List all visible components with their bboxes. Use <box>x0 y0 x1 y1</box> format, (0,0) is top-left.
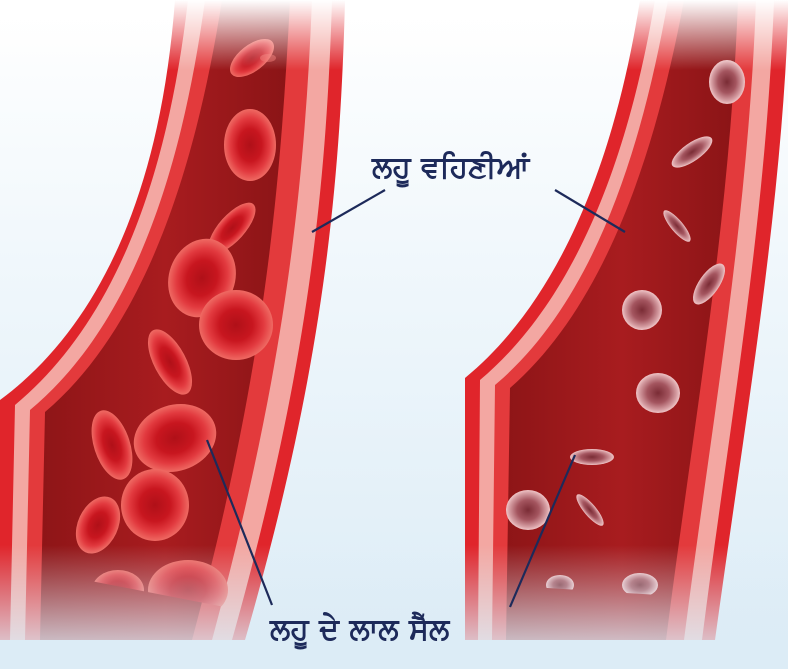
blood-vessels-label: ਲਹੂ ਵਹਿਣੀਆਂ <box>372 150 529 185</box>
red-blood-cells-label: ਲਹੂ ਦੇ ਲਾਲ ਸੈੱਲ <box>270 612 449 647</box>
red-blood-cell <box>622 290 662 330</box>
red-blood-cell <box>636 373 680 413</box>
top-fade <box>0 0 788 70</box>
red-blood-cell <box>224 109 276 181</box>
red-blood-cell <box>570 449 614 465</box>
anemic-blood-vessel <box>465 0 788 640</box>
normal-blood-vessel <box>0 0 345 640</box>
red-blood-cell <box>199 290 273 360</box>
red-blood-cell <box>506 490 550 530</box>
red-blood-cell <box>121 469 189 541</box>
bottom-fade <box>0 545 788 669</box>
